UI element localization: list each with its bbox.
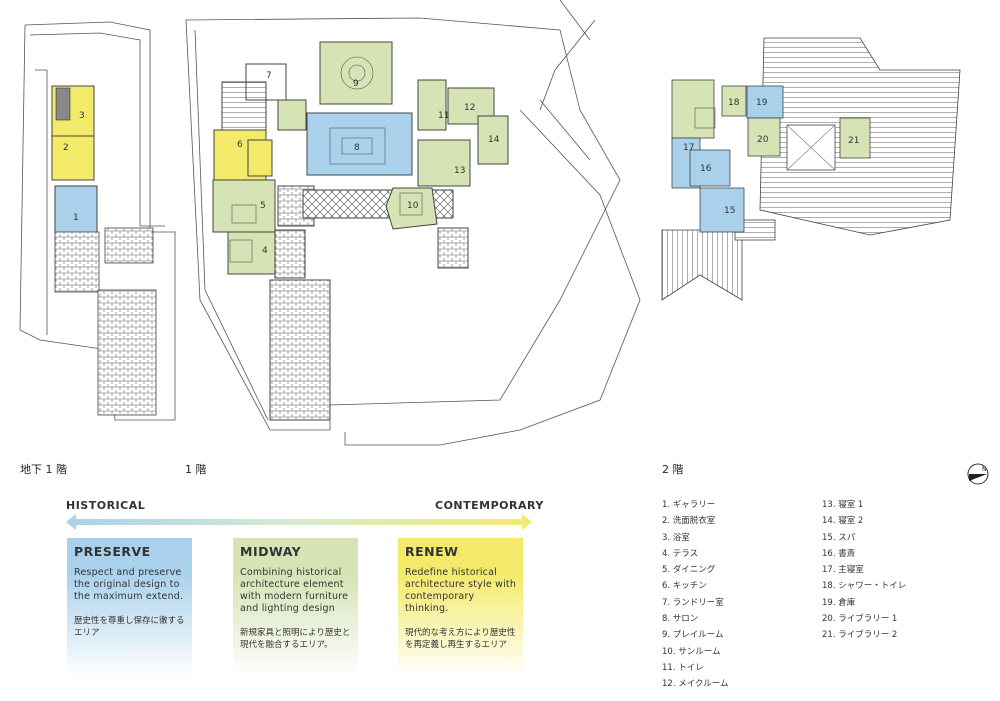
category-description-jp: 現代的な考え方により歴史性を再定義し再生するエリア <box>405 628 516 650</box>
svg-text:7: 7 <box>266 71 272 81</box>
legend-item: 5. ダイニング <box>662 565 716 576</box>
legend-item: 11. トイレ <box>662 662 704 673</box>
historical-contemporary-arrow <box>66 514 532 530</box>
category-description-en: Combining historical architecture elemen… <box>240 567 349 614</box>
svg-text:11: 11 <box>438 111 449 121</box>
basement-plan <box>19 21 176 421</box>
legend-item: 18. シャワー・トイレ <box>822 581 907 592</box>
second-floor-label: 2 階 <box>662 463 684 476</box>
svg-text:12: 12 <box>464 103 475 113</box>
category-renew: RENEW Redefine historical architecture s… <box>398 538 523 678</box>
legend-item: 16. 書斎 <box>822 548 856 559</box>
svg-text:5: 5 <box>260 201 266 211</box>
floor-plans: 3 2 1 <box>19 0 961 446</box>
category-midway: MIDWAY Combining historical architecture… <box>233 538 358 678</box>
legend-item: 15. スパ <box>822 532 856 543</box>
legend-item: 10. サンルーム <box>662 646 721 657</box>
svg-text:17: 17 <box>683 143 694 153</box>
legend-item: 20. ライブラリー 1 <box>822 614 898 625</box>
room-legend-col1: 1. ギャラリー 2. 洗面脱衣室 3. 浴室 4. テラス 5. ダイニング … <box>662 497 729 693</box>
north-label: N <box>982 466 987 473</box>
room-legend-col2: 13. 寝室 1 14. 寝室 2 15. スパ 16. 書斎 17. 主寝室 … <box>822 497 906 644</box>
first-floor-rooms <box>212 41 509 421</box>
category-description-en: Respect and preserve the original design… <box>74 567 184 602</box>
svg-text:2: 2 <box>63 143 69 153</box>
svg-text:20: 20 <box>757 135 769 145</box>
axis-contemporary-label: CONTEMPORARY <box>435 499 544 512</box>
category-description-jp: 歴史性を尊重し保存に徹するエリア <box>74 616 185 638</box>
second-floor-room-numbers: 17 16 15 18 19 20 21 <box>683 98 859 216</box>
first-floor-label: 1 階 <box>185 463 207 476</box>
svg-text:15: 15 <box>724 206 735 216</box>
first-floor-furniture <box>229 56 423 263</box>
category-title: PRESERVE <box>74 544 151 559</box>
category-preserve: PRESERVE Respect and preserve the origin… <box>67 538 192 678</box>
svg-text:1: 1 <box>73 213 79 223</box>
legend-item: 19. 倉庫 <box>822 597 856 608</box>
legend-item: 4. テラス <box>662 548 699 559</box>
legend-item: 3. 浴室 <box>662 532 690 543</box>
legend-item: 17. 主寝室 <box>822 565 864 576</box>
basement-label: 地下 1 階 <box>20 463 67 476</box>
svg-text:16: 16 <box>700 164 712 174</box>
svg-text:8: 8 <box>354 143 360 153</box>
svg-text:9: 9 <box>353 79 359 89</box>
north-arrow-icon: N <box>967 463 989 485</box>
legend-item: 21. ライブラリー 2 <box>822 630 898 641</box>
legend-item: 13. 寝室 1 <box>822 500 864 510</box>
legend-item: 2. 洗面脱衣室 <box>662 516 716 527</box>
svg-text:13: 13 <box>454 166 465 176</box>
category-title: MIDWAY <box>240 544 302 559</box>
svg-text:18: 18 <box>728 98 740 108</box>
svg-text:21: 21 <box>848 136 859 146</box>
svg-text:10: 10 <box>407 201 419 211</box>
svg-text:19: 19 <box>756 98 768 108</box>
first-floor-room-numbers: 9 8 12 14 13 10 6 5 4 7 11 <box>237 71 500 256</box>
category-description-jp: 新規家具と照明により歴史と現代を融合するエリア。 <box>240 628 351 650</box>
category-title: RENEW <box>405 544 459 559</box>
basement-rooms: 3 2 1 <box>51 85 157 416</box>
legend-item: 8. サロン <box>662 614 699 625</box>
legend-item: 1. ギャラリー <box>662 500 716 510</box>
category-description-en: Redefine historical architecture style w… <box>405 567 517 614</box>
first-floor-plan <box>185 0 641 446</box>
legend-item: 9. プレイルーム <box>662 630 724 641</box>
svg-text:14: 14 <box>488 135 500 145</box>
axis-historical-label: HISTORICAL <box>66 499 146 512</box>
legend-item: 12. メイクルーム <box>662 679 729 690</box>
svg-text:6: 6 <box>237 140 243 150</box>
svg-text:4: 4 <box>262 246 268 256</box>
legend-item: 6. キッチン <box>662 581 707 592</box>
second-floor-plan <box>661 37 961 301</box>
svg-text:3: 3 <box>79 111 85 121</box>
legend-item: 7. ランドリー室 <box>662 597 724 608</box>
legend-item: 14. 寝室 2 <box>822 516 864 527</box>
